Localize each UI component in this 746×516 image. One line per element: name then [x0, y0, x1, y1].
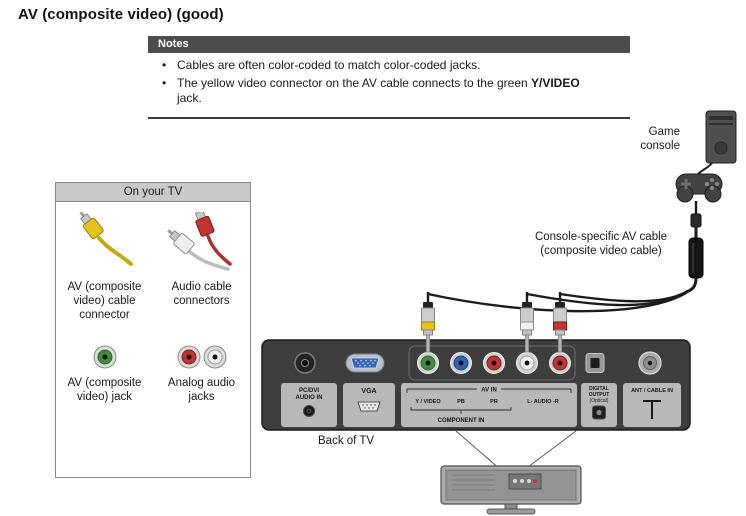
digital-label2: OUTPUT [589, 392, 610, 398]
bullet-glyph: • [162, 75, 167, 90]
pr-label: PR [490, 399, 498, 405]
bullet-glyph: • [162, 58, 167, 72]
vga-port [345, 353, 385, 373]
tv-connector-cluster [508, 473, 542, 490]
audio-cable-item: Audio cable connectors [153, 202, 250, 322]
coax-port [638, 351, 662, 375]
on-your-tv-grid: AV (composite video) cable connector [56, 202, 250, 404]
note-text-bold: Y/VIDEO [531, 75, 580, 90]
av-jack-item: AV (composite video) jack [56, 322, 153, 404]
av-cable-curves [426, 290, 688, 313]
av-cable-label: AV (composite video) cable connector [67, 281, 142, 322]
game-controller-icon [675, 173, 723, 203]
audio-r-jack [549, 352, 571, 374]
note-text-pre: The yellow video connector on the AV cab… [177, 75, 531, 90]
note-text: Cables are often color-coded to match co… [177, 58, 481, 72]
analog-audio-jacks-icon [177, 345, 226, 369]
yellow-rca-connector [421, 292, 435, 353]
white-rca-connector [520, 292, 534, 353]
tv-rear-image [440, 430, 582, 515]
console-av-plug-small [690, 213, 702, 228]
y-video-label: Y / VIDEO [415, 399, 441, 405]
notes-box: Notes • Cables are often color-coded to … [148, 36, 630, 119]
notes-header: Notes [148, 36, 630, 53]
console-cable-label-line2: (composite video cable) [540, 244, 662, 257]
note-text-post: jack. [177, 91, 202, 106]
audio-jacks-item: Analog audio jacks [153, 322, 250, 404]
back-of-tv-caption: Back of TV [318, 435, 375, 447]
console-cable-label: Console-specific AV cable (composite vid… [505, 231, 697, 259]
game-console-image [675, 110, 737, 294]
pcdvi-label2: AUDIO IN [296, 395, 323, 401]
audio-cable-label: Audio cable connectors [171, 281, 232, 308]
on-your-tv-panel: On your TV AV (composite video) cable co… [55, 182, 251, 478]
av-composite-cable-image [79, 212, 133, 266]
console-tower-icon [705, 110, 737, 164]
ant-cable-label: ANT / CABLE IN [631, 388, 673, 394]
on-your-tv-header: On your TV [56, 183, 250, 202]
red-rca-connector [553, 292, 567, 353]
vga-label: VGA [361, 388, 376, 395]
av-cable-item: AV (composite video) cable connector [56, 202, 153, 322]
game-console-label: Game console [640, 126, 680, 152]
digital-label-plate [581, 383, 617, 427]
note-item: • Cables are often color-coded to match … [162, 58, 622, 74]
cable-to-yellow-connector [426, 291, 688, 313]
y-video-jack [417, 352, 439, 374]
pcdvi-label: PC/DVI [299, 388, 319, 394]
callout-line-right [523, 430, 577, 471]
audio-jacks-label: Analog audio jacks [167, 377, 236, 404]
red-rca-plug-icon [194, 212, 215, 237]
digital-label3: (Optical) [590, 398, 609, 404]
page-title: AV (composite video) (good) [18, 6, 224, 23]
audio-l-jack [516, 352, 538, 374]
note-item: • The yellow video connector on the AV c… [162, 76, 622, 107]
audio-lr-label: L- AUDIO -R [527, 399, 559, 405]
coax-plate-icon [643, 400, 661, 419]
av-cable-segment [685, 277, 698, 294]
pb-jack [450, 352, 472, 374]
audio-cable-image [166, 212, 232, 271]
white-rca-plug-icon [166, 229, 195, 255]
tv-back-panel: PC/DVI AUDIO IN VGA AV IN Y / VIDEO PB P… [261, 339, 691, 431]
pr-jack [483, 352, 505, 374]
yellow-rca-plug-icon [79, 212, 104, 240]
pcdvi-audio-jack [294, 352, 316, 374]
av-in-label: AV IN [481, 388, 497, 394]
component-in-label: COMPONENT IN [438, 418, 485, 424]
rca-connectors [421, 292, 567, 353]
tv-stand-neck [504, 503, 518, 510]
tv-stand-base [486, 508, 536, 515]
notes-body: • Cables are often color-coded to match … [148, 53, 630, 117]
digital-label1: DIGITAL [589, 386, 609, 392]
green-av-jack-icon [93, 345, 116, 369]
cable-to-white-connector [525, 290, 688, 307]
controller-cord [697, 162, 713, 175]
av-jack-label: AV (composite video) jack [67, 377, 142, 404]
vga-plate-icon [357, 401, 381, 412]
avin-label-plate [401, 383, 577, 427]
callout-line-left [455, 430, 502, 471]
optical-port [585, 353, 605, 373]
pb-label: PB [457, 399, 465, 405]
console-cable-label-line1: Console-specific AV cable [534, 231, 668, 243]
note-text: The yellow video connector on the AV cab… [177, 76, 581, 107]
